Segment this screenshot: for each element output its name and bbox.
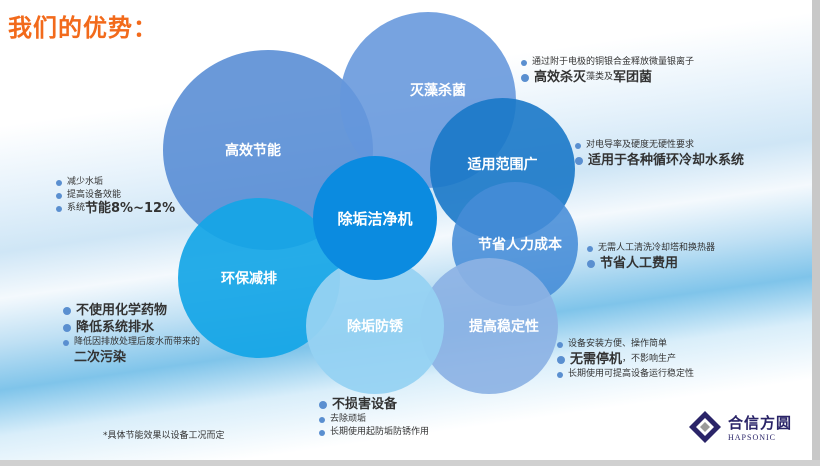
note-text: 二次污染 <box>74 350 127 365</box>
note-text: 长期使用可提高设备运行稳定性 <box>568 369 695 379</box>
bullet-icon <box>63 323 71 332</box>
bubble-center-label: 除垢洁净机 <box>337 209 413 228</box>
hapsonic-logo-icon <box>689 411 721 443</box>
note-text: 对电导率及硬度无硬性要求 <box>586 140 695 150</box>
slide-edge <box>812 0 820 466</box>
bullet-icon <box>56 192 62 199</box>
note-text: 无需人工清洗冷却塔和换热器 <box>598 243 716 253</box>
note-text: 系统 <box>67 203 86 213</box>
note-text: 去除顽垢 <box>330 414 367 424</box>
algae-notes: 通过附于电极的铜银合金释放微量银离子 高效杀灭藻类及军团菌 <box>521 56 694 86</box>
bullet-icon <box>587 245 593 252</box>
note-text: 节省人工费用 <box>600 256 679 271</box>
footnote: *具体节能效果以设备工况而定 <box>103 431 225 441</box>
bullet-icon <box>319 429 325 436</box>
note-text: 不使用化学药物 <box>76 303 168 318</box>
energy-notes: 减少水垢 提高设备效能 系统节能8%~12% <box>56 176 175 215</box>
note-text: 降低系统排水 <box>76 320 155 335</box>
note-text: 节能8%~12% <box>85 201 176 216</box>
logo-cn: 合信方圆 <box>728 414 793 432</box>
bullet-icon <box>319 400 327 409</box>
note-text: 长期使用起防垢防锈作用 <box>330 427 430 437</box>
logo-en: HAPSONIC <box>728 433 777 442</box>
bullet-icon <box>575 156 583 165</box>
note-text: 减少水垢 <box>67 177 104 187</box>
note-text: 军团菌 <box>613 70 653 85</box>
company-logo: 合信方圆 HAPSONIC <box>688 410 792 444</box>
bullet-icon <box>56 205 62 212</box>
eco-notes: 不使用化学药物 降低系统排水 降低因排放处理后废水而带来的 二次污染 <box>63 302 200 366</box>
note-text: 设备安装方便、操作简单 <box>568 339 668 349</box>
bullet-icon <box>557 341 563 348</box>
bubble-antirust: 除垢防锈 <box>306 258 444 394</box>
bullet-icon <box>319 416 325 423</box>
note-text: 高效杀灭 <box>534 70 587 85</box>
bubble-range-label: 适用范围广 <box>467 157 538 173</box>
bullet-icon <box>63 339 69 346</box>
antirust-notes: 不损害设备 去除顽垢 长期使用起防垢防锈作用 <box>319 396 429 439</box>
bubble-algae-label: 灭藻杀菌 <box>410 83 466 99</box>
bubble-stability-label: 提高稳定性 <box>469 319 539 335</box>
slide-bottom-edge <box>0 460 820 466</box>
bubble-eco-label: 环保减排 <box>221 271 277 287</box>
bubble-energy-label: 高效节能 <box>225 143 281 159</box>
note-text: ，不影响生产 <box>622 354 677 364</box>
slide: 我们的优势： 高效节能 环保减排 灭藻杀菌 适用范围广 节省人力成本 提高稳定性… <box>0 0 812 460</box>
page-title: 我们的优势： <box>8 14 158 42</box>
bullet-icon <box>557 355 565 364</box>
note-text: 降低因排放处理后废水而带来的 <box>74 337 201 347</box>
bubble-labor-label: 节省人力成本 <box>478 237 562 253</box>
bullet-icon <box>521 59 527 66</box>
bullet-icon <box>521 73 529 82</box>
note-text: 适用于各种循环冷却水系统 <box>588 153 745 168</box>
note-text: 藻类及 <box>586 72 614 82</box>
bullet-icon <box>63 306 71 315</box>
bullet-icon <box>557 371 563 378</box>
note-text: 无需停机 <box>570 352 623 367</box>
bullet-icon <box>587 259 595 268</box>
range-notes: 对电导率及硬度无硬性要求 适用于各种循环冷却水系统 <box>575 139 744 169</box>
note-text: 通过附于电极的铜银合金释放微量银离子 <box>532 57 695 67</box>
bullet-icon <box>575 142 581 149</box>
note-text: 不损害设备 <box>332 397 398 412</box>
bubble-antirust-label: 除垢防锈 <box>347 319 403 335</box>
bubble-center: 除垢洁净机 <box>313 156 437 280</box>
stability-notes: 设备安装方便、操作简单 无需停机，不影响生产 长期使用可提高设备运行稳定性 <box>557 338 694 381</box>
note-text: 提高设备效能 <box>67 190 122 200</box>
labor-notes: 无需人工清洗冷却塔和换热器 节省人工费用 <box>587 242 715 272</box>
bullet-icon <box>56 179 62 186</box>
